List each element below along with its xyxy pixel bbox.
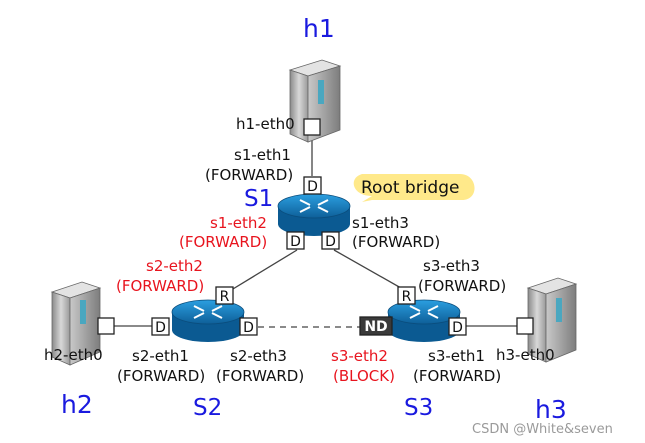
s2-eth2-state: (FORWARD) <box>116 277 204 295</box>
s2-eth1-label: s2-eth1 <box>132 347 189 365</box>
port-role-s3-eth3: R <box>397 286 416 305</box>
root-bridge-label: Root bridge <box>361 178 459 198</box>
role-label: D <box>290 234 301 250</box>
s3-eth1-state: (FORWARD) <box>413 367 501 385</box>
s2-eth2-label: s2-eth2 <box>146 257 203 275</box>
h2-eth0-label: h2-eth0 <box>44 346 103 364</box>
h2-eth0-port <box>97 317 115 335</box>
role-label: R <box>402 289 412 305</box>
switch-s1-icon <box>277 193 351 236</box>
switch-s1-name: S1 <box>244 186 273 212</box>
role-label: R <box>220 289 230 305</box>
watermark: CSDN @White&seven <box>472 422 613 437</box>
port-role-s2-eth1: D <box>151 317 170 336</box>
s1-eth1-label: s1-eth1 <box>234 146 291 164</box>
s3-eth2-state: (BLOCK) <box>333 367 395 385</box>
h3-eth0-port <box>516 317 534 335</box>
s1-eth1-state: (FORWARD) <box>205 166 293 184</box>
s3-eth3-label: s3-eth3 <box>423 257 480 275</box>
s2-eth3-label: s2-eth3 <box>230 347 287 365</box>
role-label: D <box>307 179 318 195</box>
h3-eth0-label: h3-eth0 <box>496 346 555 364</box>
port-role-s2-eth2: R <box>215 286 234 305</box>
port-role-s2-eth3: D <box>239 317 258 336</box>
s2-eth3-state: (FORWARD) <box>216 367 304 385</box>
s3-eth1-label: s3-eth1 <box>428 347 485 365</box>
port-role-s3-eth1: D <box>448 317 467 336</box>
port-role-s1-eth2: D <box>286 231 305 250</box>
role-label: D <box>452 320 463 336</box>
s3-eth2-label: s3-eth2 <box>331 347 388 365</box>
role-label: D <box>243 320 254 336</box>
role-label: D <box>155 320 166 336</box>
s2-eth1-state: (FORWARD) <box>117 367 205 385</box>
h1-eth0-port <box>303 118 321 136</box>
switch-s3-icon <box>387 299 461 342</box>
port-role-s1-eth1: D <box>303 176 322 195</box>
host-h2-name: h2 <box>61 390 93 419</box>
s1-eth2-label: s1-eth2 <box>210 214 267 232</box>
root-bridge-callout: Root bridge <box>353 174 475 202</box>
switch-s2-name: S2 <box>193 395 222 421</box>
role-label: ND <box>364 319 387 335</box>
link-s1-s3 <box>333 249 409 293</box>
link-s1-s2 <box>227 249 298 293</box>
s1-eth2-state: (FORWARD) <box>179 233 267 251</box>
switch-s2-icon <box>171 299 245 342</box>
port-role-s1-eth3: D <box>321 231 340 250</box>
s1-eth3-state: (FORWARD) <box>352 233 440 251</box>
role-label: D <box>325 234 336 250</box>
s1-eth3-label: s1-eth3 <box>352 214 409 232</box>
port-role-s3-eth2: ND <box>359 316 393 336</box>
links <box>114 137 517 328</box>
h1-eth0-label: h1-eth0 <box>236 115 295 133</box>
host-h1-name: h1 <box>303 14 335 43</box>
server-h3-icon <box>526 277 578 363</box>
s3-eth3-state: (FORWARD) <box>418 277 506 295</box>
server-h2-icon <box>50 281 102 366</box>
switch-s3-name: S3 <box>404 395 433 421</box>
host-h3-name: h3 <box>535 395 567 424</box>
